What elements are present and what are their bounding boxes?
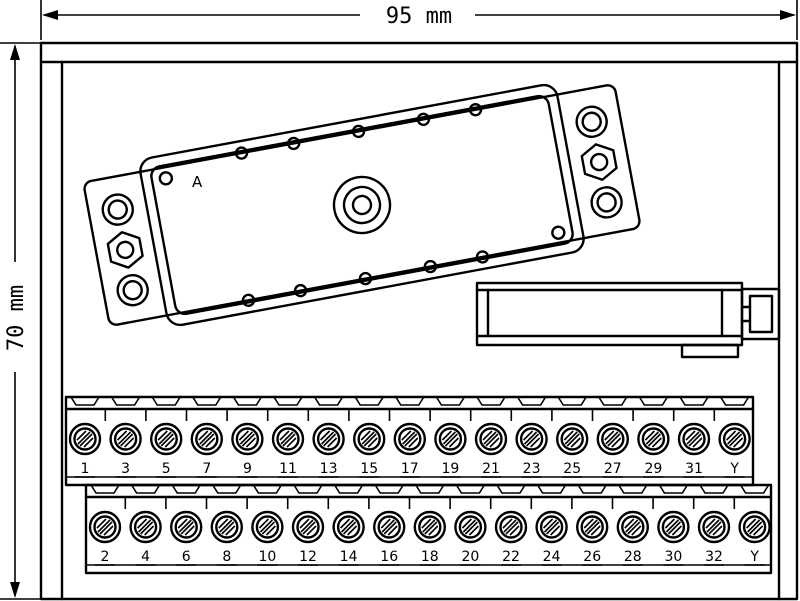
height-dimension: 70 mm [0, 42, 40, 600]
terminal-label-even-2: 4 [141, 549, 150, 565]
terminal-label-odd-13: 25 [563, 461, 581, 477]
terminal-label-odd-16: 31 [685, 461, 703, 477]
terminal-screw-even-17 [738, 510, 771, 544]
terminal-label-odd-7: 13 [320, 461, 338, 477]
terminal-label-even-6: 12 [299, 549, 317, 565]
terminal-label-odd-11: 21 [482, 461, 500, 477]
terminal-label-odd-17: Y [729, 461, 739, 477]
terminal-screw-even-13 [576, 510, 609, 544]
terminal-label-odd-14: 27 [604, 461, 622, 477]
terminal-label-odd-6: 11 [279, 461, 297, 477]
terminal-label-even-15: 30 [664, 549, 682, 565]
terminal-screw-even-9 [413, 510, 446, 544]
latch-clip [475, 281, 781, 359]
terminal-screw-even-16 [697, 510, 731, 544]
terminal-screw-odd-15 [637, 422, 670, 456]
terminal-screw-even-12 [535, 510, 568, 544]
terminal-screw-even-14 [616, 510, 649, 544]
width-dimension: 95 mm [40, 0, 798, 40]
terminal-label-even-8: 16 [380, 549, 398, 565]
width-dimension-label: 95 mm [386, 4, 452, 29]
terminal-screw-even-2 [129, 510, 162, 544]
terminal-screw-even-6 [291, 510, 325, 544]
terminal-screw-even-7 [332, 510, 365, 544]
terminal-screw-even-10 [454, 510, 487, 544]
terminal-label-even-10: 20 [461, 549, 479, 565]
terminal-label-even-17: Y [749, 549, 759, 565]
terminal-screw-odd-2 [109, 422, 142, 456]
terminal-label-even-5: 10 [258, 549, 276, 565]
terminal-screw-odd-7 [312, 422, 345, 456]
terminal-screw-even-3 [169, 510, 203, 544]
terminal-screw-odd-4 [190, 422, 224, 456]
terminal-label-even-13: 26 [583, 549, 601, 565]
terminal-screw-odd-16 [677, 422, 711, 456]
terminal-screw-odd-1 [68, 422, 102, 456]
terminal-label-even-16: 32 [705, 549, 723, 565]
terminal-label-odd-2: 3 [121, 461, 130, 477]
terminal-label-even-4: 8 [222, 549, 231, 565]
terminal-screw-odd-12 [515, 422, 548, 456]
terminal-label-even-7: 14 [340, 549, 358, 565]
terminal-screw-odd-13 [556, 422, 589, 456]
terminal-label-even-12: 24 [543, 549, 561, 565]
terminal-label-odd-1: 1 [81, 461, 90, 477]
terminal-label-odd-10: 19 [441, 461, 459, 477]
terminal-screw-even-8 [373, 510, 406, 544]
terminal-screw-even-11 [494, 510, 528, 544]
terminal-screw-odd-9 [393, 422, 426, 456]
terminal-screw-odd-6 [271, 422, 305, 456]
terminal-label-even-3: 6 [182, 549, 191, 565]
terminal-label-odd-9: 17 [401, 461, 419, 477]
height-dimension-label: 70 mm [4, 285, 29, 351]
terminal-screw-odd-5 [231, 422, 264, 456]
terminal-screw-even-5 [251, 510, 284, 544]
terminal-label-odd-12: 23 [523, 461, 541, 477]
terminal-screw-odd-17 [718, 422, 751, 456]
terminal-label-even-1: 2 [101, 549, 110, 565]
terminal-label-odd-8: 15 [360, 461, 378, 477]
terminal-label-odd-3: 5 [162, 461, 171, 477]
part-label: A [192, 173, 203, 191]
terminal-screw-even-4 [210, 510, 244, 544]
terminal-screw-odd-8 [353, 422, 386, 456]
terminal-screw-odd-11 [474, 422, 508, 456]
terminal-label-odd-5: 9 [243, 461, 252, 477]
terminal-screw-odd-3 [149, 422, 183, 456]
terminal-label-even-9: 18 [421, 549, 439, 565]
terminal-label-odd-15: 29 [644, 461, 662, 477]
terminal-screw-even-1 [88, 510, 122, 544]
terminal-screw-odd-10 [434, 422, 467, 456]
terminal-label-even-11: 22 [502, 549, 520, 565]
terminal-label-even-14: 28 [624, 549, 642, 565]
connector-housing [83, 83, 641, 327]
terminal-screw-odd-14 [596, 422, 629, 456]
terminal-screw-even-15 [657, 510, 690, 544]
terminal-label-odd-4: 7 [202, 461, 211, 477]
